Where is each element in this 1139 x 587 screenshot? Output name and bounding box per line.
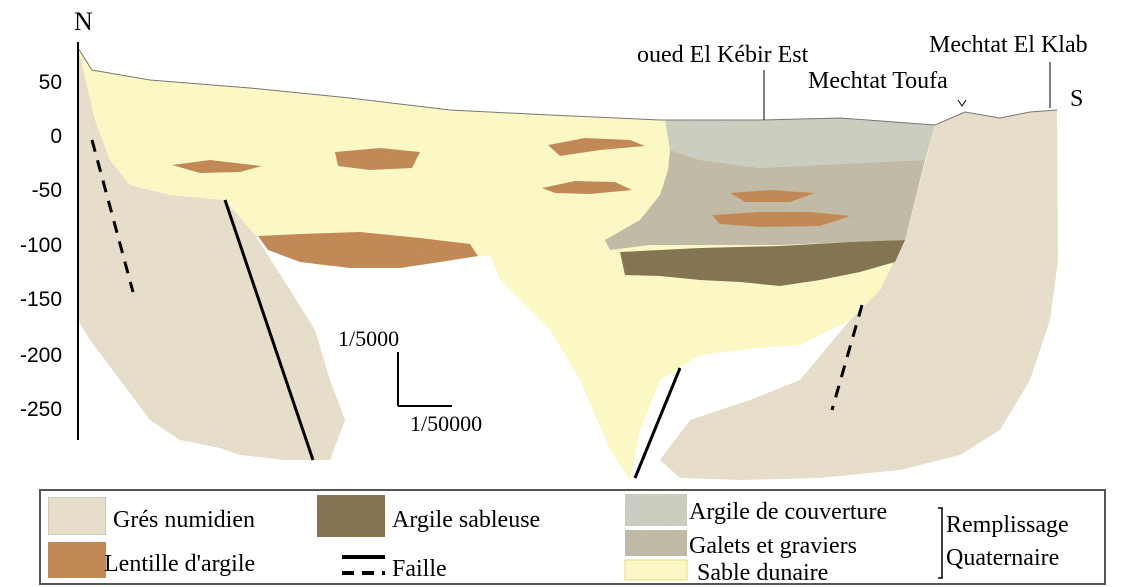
- legend-swatch-galets: [625, 530, 687, 556]
- depth-tick: -150: [20, 288, 62, 311]
- location-oued-el-kebir: oued El Kébir Est: [637, 42, 809, 68]
- location-mechtat-toufa: Mechtat Toufa: [808, 68, 948, 94]
- legend-swatch-argile-sableuse: [317, 495, 385, 537]
- legend-label-gres: Grés numidien: [113, 507, 255, 533]
- legend-swatch-lentille: [48, 542, 106, 578]
- legend-swatch-gres: [48, 497, 106, 535]
- depth-tick: -200: [20, 344, 62, 367]
- horizontal-scale-label: 1/50000: [410, 411, 482, 436]
- argile-lens-2: [335, 148, 420, 170]
- depth-tick: -250: [20, 398, 62, 421]
- depth-axis-ticks: 50 0 -50 -100 -150 -200 -250: [20, 71, 62, 421]
- argile-couverture-layer: [665, 118, 935, 168]
- location-mechtat-el-klab: Mechtat El Klab: [929, 32, 1088, 58]
- legend-label-sable: Sable dunaire: [697, 560, 828, 586]
- south-label: S: [1070, 86, 1083, 112]
- depth-tick: -100: [20, 234, 62, 257]
- legend-label-lentille: Lentille d'argile: [104, 551, 255, 577]
- legend-swatch-argile-couverture: [625, 494, 687, 526]
- legend-label-galets: Galets et graviers: [689, 533, 857, 559]
- toufa-pointer: [958, 100, 966, 106]
- depth-tick: -50: [32, 179, 62, 202]
- legend-label-quaternaire: Quaternaire: [946, 545, 1059, 571]
- legend-label-argile-couverture: Argile de couverture: [689, 499, 887, 525]
- legend: Grés numidien Argile sableuse Argile de …: [40, 490, 1105, 586]
- north-label: N: [74, 7, 93, 36]
- scale-indicator: 1/5000 1/50000: [338, 326, 482, 436]
- legend-swatch-sable: [625, 560, 687, 580]
- legend-label-remplissage: Remplissage: [946, 512, 1069, 538]
- depth-tick: 0: [50, 125, 62, 148]
- depth-tick: 50: [39, 71, 62, 94]
- vertical-scale-label: 1/5000: [338, 326, 399, 351]
- legend-label-argile-sableuse: Argile sableuse: [392, 507, 540, 533]
- legend-label-faille: Faille: [392, 556, 447, 582]
